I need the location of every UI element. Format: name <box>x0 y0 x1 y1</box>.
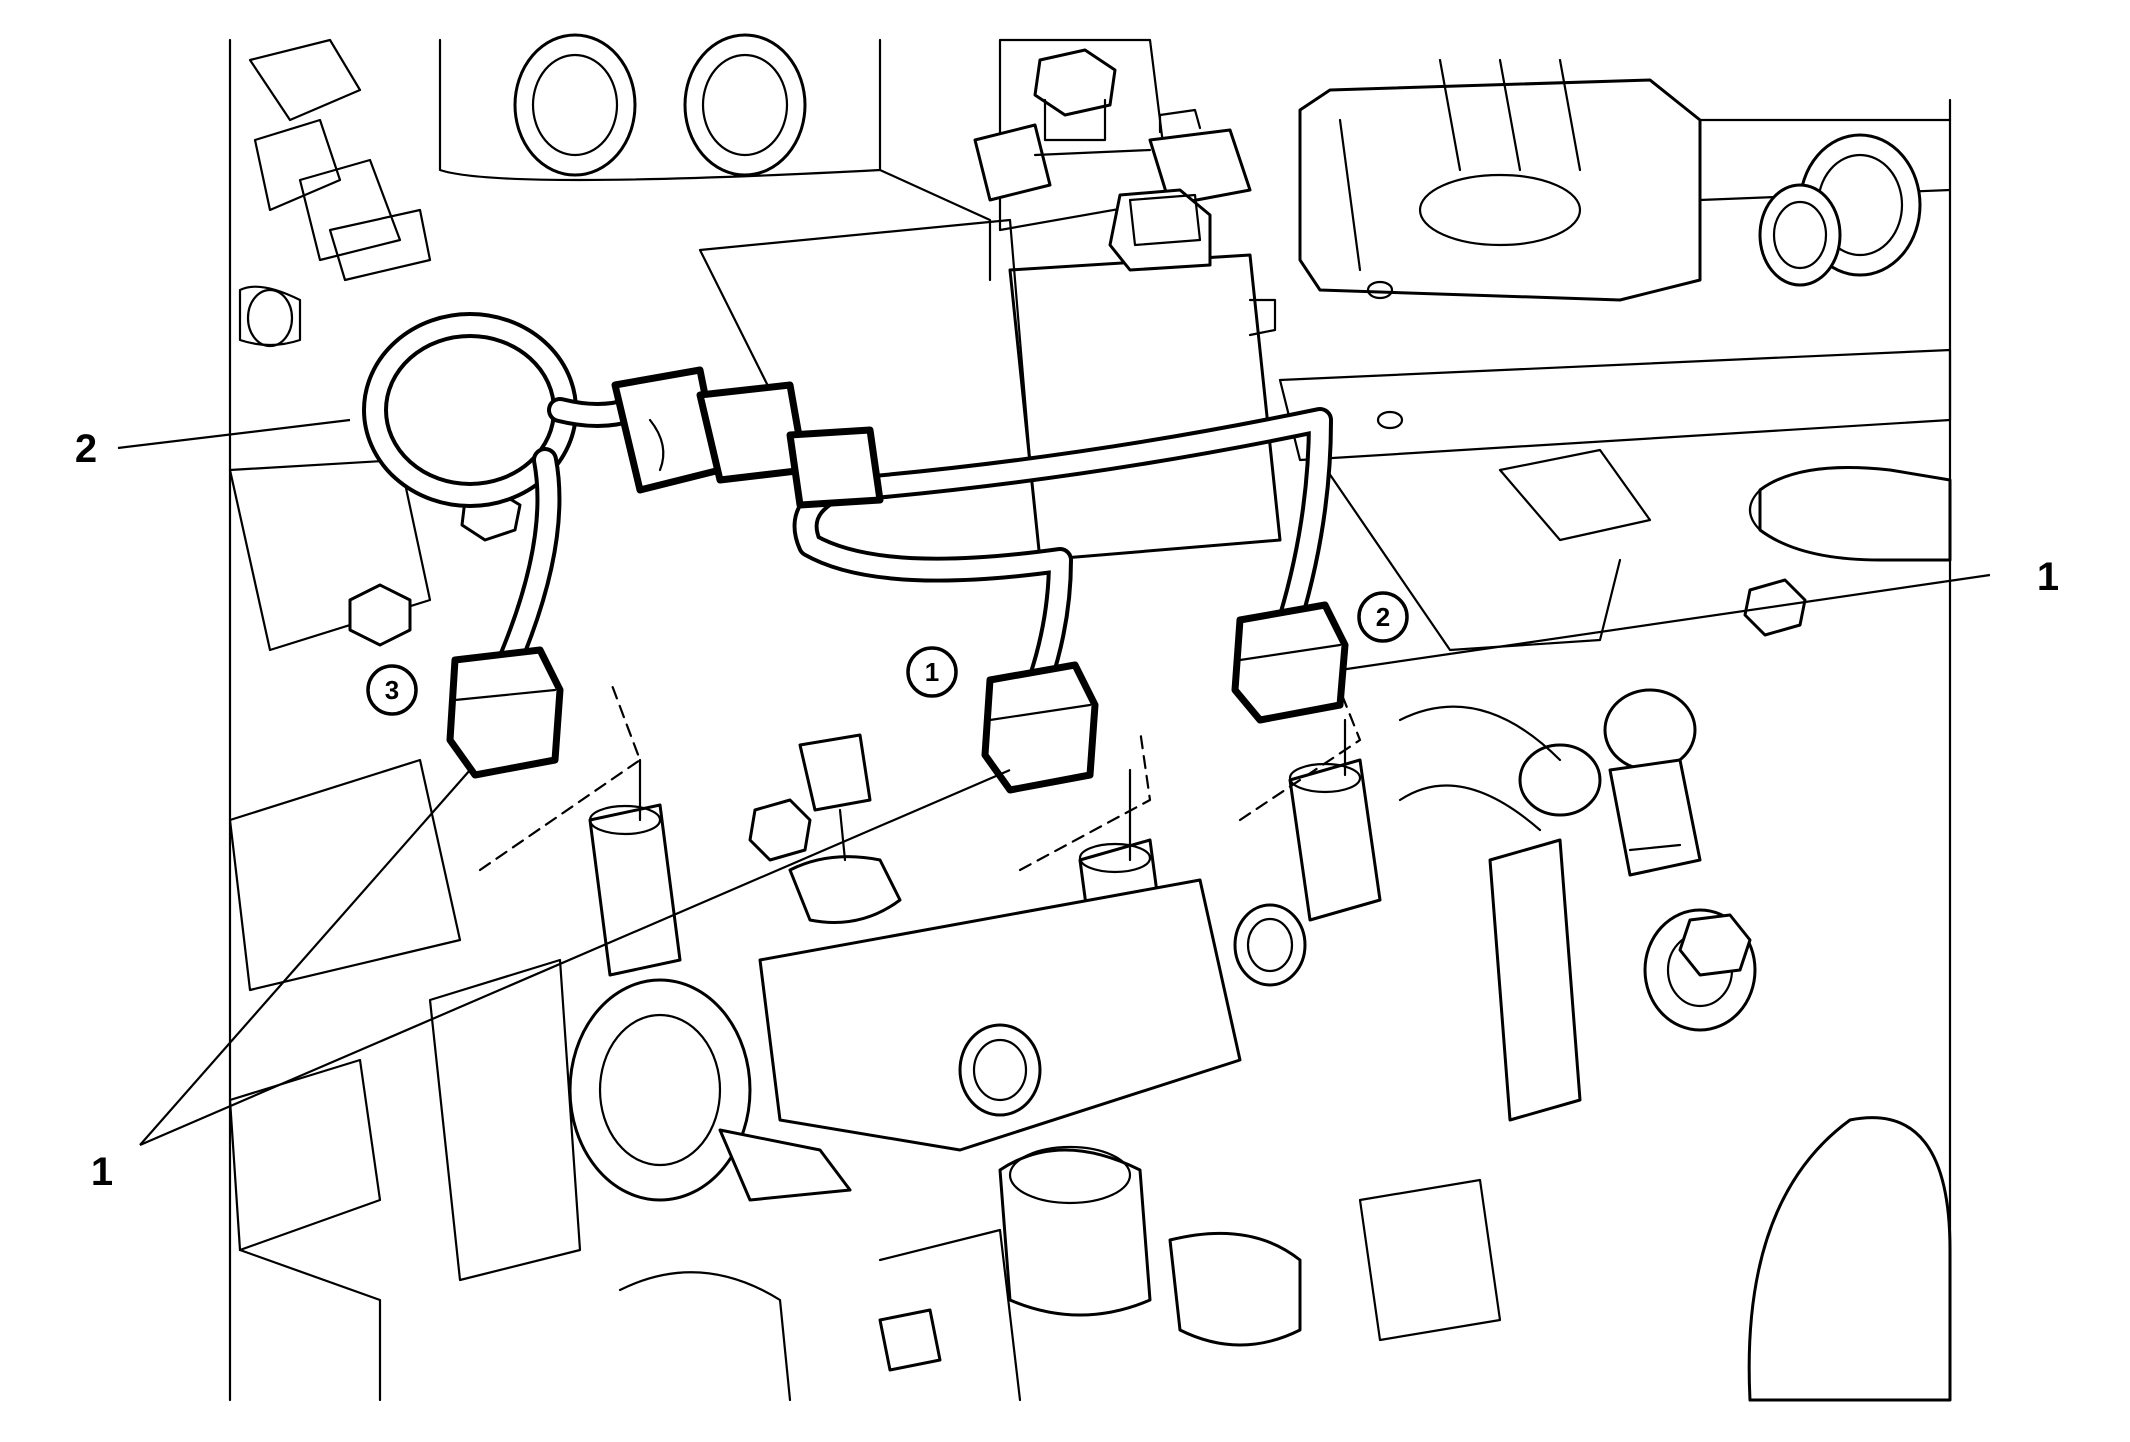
flare-nut-1 <box>981 661 1099 794</box>
sequence-marker-1-label: 1 <box>925 657 939 687</box>
callout-label-nut-left: 1 <box>91 1150 113 1194</box>
flare-nut-2 <box>1231 601 1349 724</box>
callout-label-fuel-pipe: 2 <box>75 427 97 471</box>
sequence-marker-3-label: 3 <box>385 675 399 705</box>
sequence-marker-2: 2 <box>1357 591 1409 643</box>
sequence-marker-2-label: 2 <box>1376 602 1390 632</box>
fuel-feed-pipe <box>362 312 1349 794</box>
callout-label-nut-right: 1 <box>2037 555 2059 599</box>
sequence-marker-3: 3 <box>366 664 418 716</box>
injector-2 <box>1288 718 1382 922</box>
direction-arrows <box>478 678 1362 872</box>
sequence-marker-1: 1 <box>906 646 958 698</box>
flare-nut-3 <box>446 646 564 779</box>
injector-3 <box>588 758 682 977</box>
leader-lines <box>117 418 1991 1147</box>
